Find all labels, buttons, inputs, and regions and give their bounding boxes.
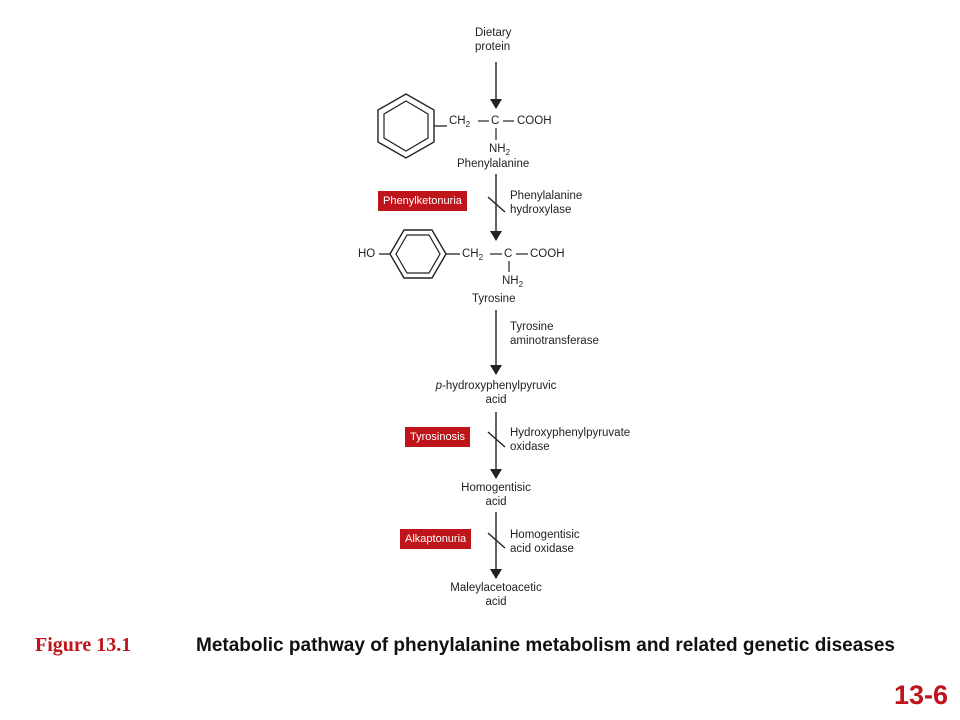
tyrosine-cooh: COOH bbox=[530, 248, 565, 260]
tyrosine-name: Tyrosine bbox=[472, 293, 516, 305]
enzyme-tyrosine-aminotransferase: Tyrosine aminotransferase bbox=[510, 321, 599, 347]
phenol-ring-icon bbox=[389, 229, 447, 279]
slide-number: 13-6 bbox=[893, 680, 948, 710]
figure-caption: Metabolic pathway of phenylalanine metab… bbox=[196, 635, 895, 656]
tyrosine-c: C bbox=[504, 248, 513, 260]
block-mark-tyrosinosis bbox=[487, 431, 506, 448]
block-mark-phenylketonuria bbox=[487, 196, 506, 213]
phenylalanine-c: C bbox=[491, 115, 500, 127]
phenylalanine-name: Phenylalanine bbox=[457, 158, 530, 170]
disease-badge-alkaptonuria: Alkaptonuria bbox=[400, 529, 472, 549]
block-mark-alkaptonuria bbox=[487, 532, 506, 549]
benzene-ring-icon bbox=[377, 93, 435, 159]
tyrosine-nh2: NH2 bbox=[502, 275, 524, 289]
enzyme-hydroxyphenylpyruvate-oxidase: Hydroxyphenylpyruvate oxidase bbox=[510, 427, 631, 453]
homogentisic-acid-label: Homogentisic acid bbox=[461, 482, 531, 508]
enzyme-phenylalanine-hydroxylase: Phenylalanine hydroxylase bbox=[510, 190, 583, 216]
disease-badge-tyrosinosis: Tyrosinosis bbox=[405, 427, 471, 447]
figure-label: Figure 13.1 bbox=[35, 634, 132, 656]
dietary-protein-label: Dietary protein bbox=[475, 27, 512, 53]
enzyme-homogentisic-acid-oxidase: Homogentisic acid oxidase bbox=[510, 529, 580, 555]
disease-badge-phenylketonuria: Phenylketonuria bbox=[378, 191, 467, 211]
maleylacetoacetic-acid-label: Maleylacetoacetic acid bbox=[450, 582, 542, 608]
phenylalanine-cooh: COOH bbox=[517, 115, 552, 127]
tyrosine-ch2: CH2 bbox=[462, 248, 484, 262]
phenylalanine-ch2: CH2 bbox=[449, 115, 471, 129]
pathway-diagram bbox=[377, 62, 528, 579]
tyrosine-ho: HO bbox=[358, 248, 376, 260]
phenylalanine-nh2: NH2 bbox=[489, 143, 511, 157]
hppa-label: p-hydroxyphenylpyruvic acid bbox=[435, 380, 557, 406]
